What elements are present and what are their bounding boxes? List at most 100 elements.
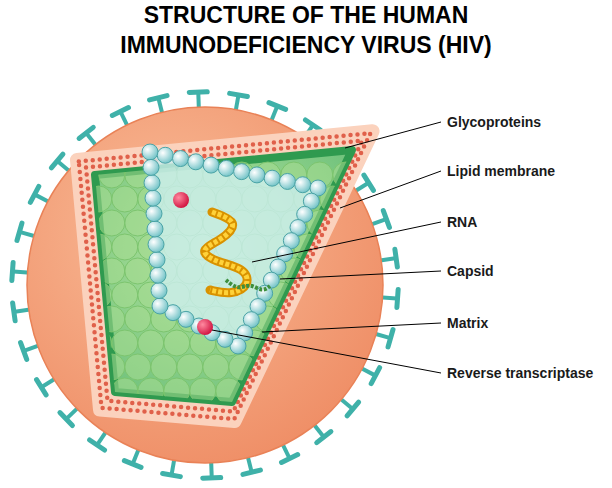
capsid-bead [144, 175, 160, 191]
matrix-blob [112, 186, 138, 212]
spike-cap [317, 432, 331, 443]
spike-cap [397, 289, 398, 307]
spike-cap [17, 223, 22, 240]
matrix-blob [333, 162, 359, 188]
leader-line [212, 330, 441, 373]
capsid-bead [157, 147, 173, 163]
matrix-blob [86, 330, 112, 356]
matrix-blob [112, 330, 138, 356]
matrix-blob [86, 186, 112, 212]
capsid-beads [142, 144, 326, 354]
glycoprotein-spike [313, 423, 331, 443]
capsid-bead [146, 206, 162, 222]
capsid-bead [264, 170, 280, 186]
capsid-bead [145, 190, 161, 206]
spike-cap [60, 413, 73, 426]
matrix-blob [333, 210, 359, 236]
spike-cap [51, 154, 63, 168]
capsid-bead [188, 154, 204, 170]
matrix-blob [320, 282, 346, 308]
matrix-blob [125, 354, 151, 380]
capsid-bead [143, 159, 159, 175]
glycoprotein-spikes [12, 92, 398, 478]
capsid-bead [147, 221, 163, 237]
matrix-blob [216, 378, 242, 404]
capsid-bead [234, 164, 250, 180]
matrix-blob [112, 282, 138, 308]
spike-cap [37, 380, 47, 395]
capsid-bead [203, 157, 219, 173]
spike-cap [150, 96, 167, 100]
spike-cap [30, 186, 38, 202]
matrix-blob [307, 354, 333, 380]
spike-cap [269, 103, 286, 110]
matrix-blob [138, 378, 164, 404]
matrix-blob [255, 354, 281, 380]
matrix-blob [203, 354, 229, 380]
spike-cap [203, 475, 221, 481]
matrix-blob [190, 378, 216, 404]
part-label: Lipid membrane [447, 162, 555, 180]
spike-cap [371, 368, 379, 384]
matrix-blob [268, 378, 294, 404]
capsid-bead [149, 252, 165, 268]
leader-line [345, 122, 441, 148]
spike-cap [112, 108, 128, 116]
capsid-bead [279, 173, 295, 189]
spike-cap [305, 120, 320, 130]
matrix-blob [112, 378, 138, 404]
capsid-bead [173, 151, 189, 167]
spike-cap [79, 127, 93, 138]
matrix-blob [99, 354, 125, 380]
spike-cap [13, 303, 16, 321]
spike-cap [124, 461, 141, 468]
matrix-blob [99, 162, 125, 188]
matrix-blob [138, 330, 164, 356]
part-label: Glycoproteins [447, 113, 541, 131]
capsid-bead [148, 236, 164, 252]
spike-cap [12, 263, 13, 281]
spike-cap [189, 89, 207, 95]
leader-line [252, 222, 441, 262]
matrix-blob [294, 378, 320, 404]
title: STRUCTURE OF THE HUMAN IMMUNODEFICIENCY … [96, 0, 516, 60]
capsid-bead [142, 144, 158, 160]
capsid-bead [152, 298, 168, 314]
glycoprotein-spike [339, 397, 359, 415]
matrix-blob [307, 306, 333, 332]
spike-cap [163, 474, 181, 477]
lipid-dots [79, 133, 371, 419]
matrix-blob [164, 330, 190, 356]
matrix-blob [333, 258, 359, 284]
matrix-blob [229, 354, 255, 380]
matrix-blob [86, 234, 112, 260]
matrix-blob [164, 378, 190, 404]
capsid-bead [295, 177, 311, 193]
glycoprotein-spike [60, 407, 79, 426]
matrix-blob [281, 354, 307, 380]
matrix-blob [307, 258, 333, 284]
matrix-blob [99, 210, 125, 236]
leader-line [340, 171, 441, 208]
spike-cap [90, 440, 105, 450]
matrix-blob [294, 282, 320, 308]
leader-line [280, 271, 441, 279]
leader-line [262, 323, 441, 332]
part-label: Reverse transcriptase [447, 364, 593, 382]
reverse-transcriptase [197, 319, 213, 335]
matrix-blob [333, 354, 359, 380]
rna-strand [226, 280, 270, 290]
matrix-blob [125, 306, 151, 332]
part-label: RNA [447, 213, 477, 231]
spike-cap [21, 343, 27, 360]
lipid-dots [86, 141, 362, 412]
part-label: Capsid [447, 262, 494, 280]
virus-envelope [27, 107, 383, 463]
matrix-blob [320, 378, 346, 404]
matrix-blob [99, 306, 125, 332]
part-label: Matrix [447, 314, 488, 332]
spike-cap [230, 93, 248, 96]
spike-cap [347, 402, 359, 416]
glycoprotein-spike [79, 127, 97, 147]
